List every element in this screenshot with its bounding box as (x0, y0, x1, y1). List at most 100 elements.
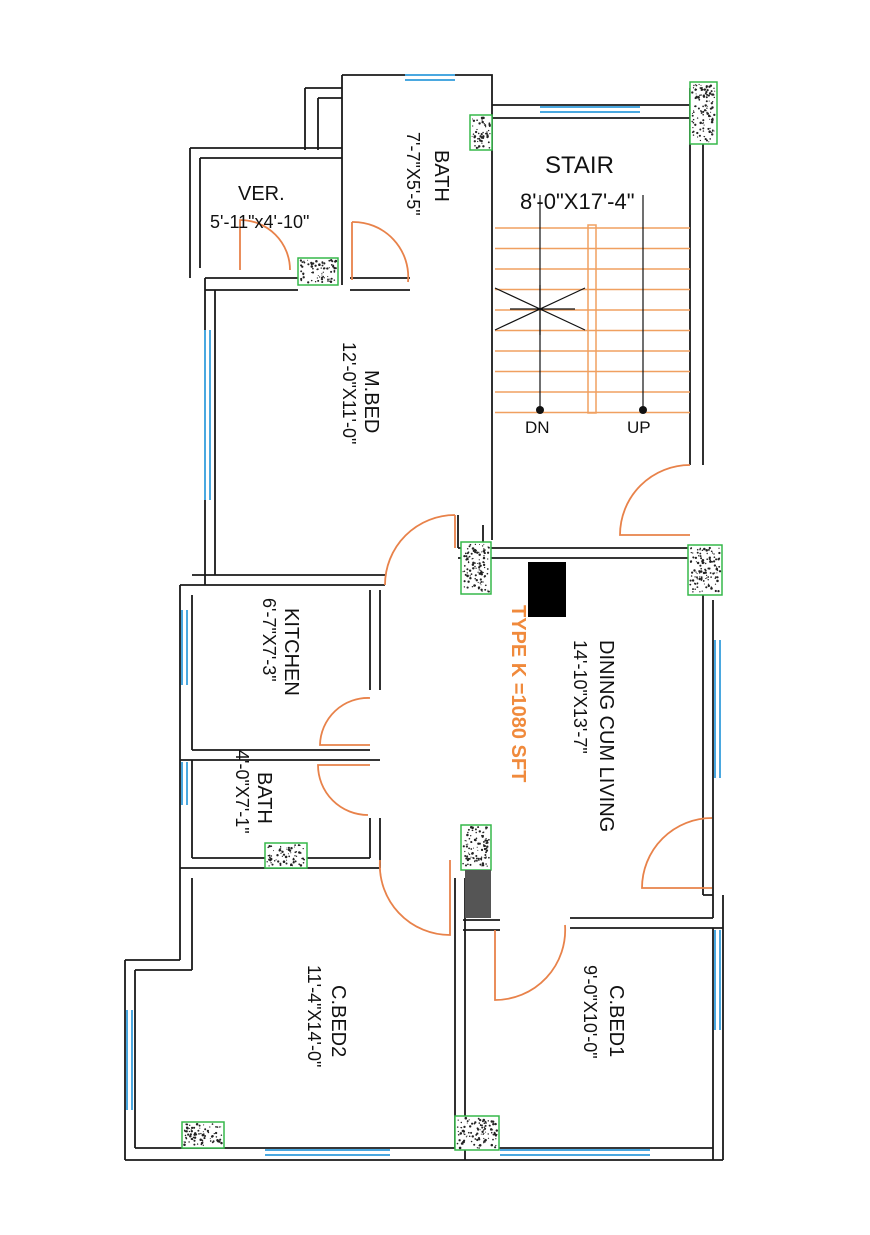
column-speckle (476, 1127, 479, 1130)
column-speckle (697, 107, 700, 110)
column-speckle (211, 1134, 214, 1138)
column-speckle (320, 276, 324, 279)
column-speckle (476, 846, 478, 848)
column-speckle (708, 141, 710, 143)
column-speckle (492, 1138, 494, 1141)
column-speckle (714, 576, 717, 578)
column-speckle (320, 267, 322, 269)
column-speckle (485, 1131, 487, 1133)
column-speckle (473, 838, 477, 842)
column-speckle (486, 865, 488, 867)
column-speckle (483, 566, 486, 569)
column-speckle (702, 122, 705, 124)
column-speckle (701, 549, 704, 552)
column-speckle (487, 1120, 490, 1122)
column-speckle (300, 277, 303, 281)
column-speckle (699, 139, 702, 142)
column-speckle (474, 828, 477, 831)
column-speckle (188, 1127, 190, 1129)
columns (181, 81, 723, 1151)
wall-bath-notch (304, 87, 342, 150)
column-speckle (699, 547, 702, 550)
column-speckle (699, 570, 703, 573)
column-speckle (456, 1126, 459, 1128)
column-speckle (322, 271, 324, 273)
column-speckle (704, 571, 707, 574)
column-speckle (468, 545, 471, 548)
column-speckle (294, 844, 296, 846)
column-speckle (710, 102, 713, 105)
column-speckle (689, 560, 692, 563)
column-speckle (284, 855, 288, 859)
column-speckle (465, 840, 467, 842)
column-speckle (484, 584, 487, 587)
column-speckle (487, 546, 489, 548)
column-speckle (717, 558, 720, 561)
column-speckle (708, 92, 712, 95)
column-speckle (275, 859, 277, 861)
column-speckle (312, 262, 315, 265)
column-speckle (479, 582, 481, 584)
column-speckle (473, 136, 476, 139)
column-speckle (480, 856, 483, 858)
column-speckle (705, 577, 707, 580)
column-speckle (710, 120, 714, 124)
column-speckle (472, 133, 475, 135)
column-speckle (463, 580, 466, 583)
column-speckle (692, 87, 695, 89)
column-speckle (711, 106, 714, 109)
bath-mid-dim: 4'-0"X7'-1" (232, 750, 252, 834)
column-speckle (327, 276, 329, 278)
column-speckle (694, 105, 696, 108)
column-speckle (185, 1137, 188, 1140)
column-speckle (200, 1132, 202, 1135)
column-speckle (268, 858, 271, 861)
column-speckle (485, 863, 487, 865)
column-speckle (710, 550, 713, 553)
column-speckle (281, 855, 284, 857)
column-speckle (184, 1141, 186, 1144)
dining-dim: 14'-10"X13'-7" (570, 640, 590, 754)
column-speckle (476, 119, 478, 122)
column-speckle (490, 1120, 493, 1123)
column-speckle (718, 547, 720, 549)
column-speckle (466, 572, 469, 574)
column-speckle (712, 560, 716, 563)
column-speckle (690, 551, 692, 554)
column-speckle (199, 1127, 201, 1129)
column-speckle (474, 859, 476, 862)
column-speckle (183, 1129, 186, 1132)
column-speckle (471, 547, 475, 550)
column-speckle (692, 134, 695, 136)
column-speckle (474, 145, 476, 147)
column-speckle (467, 843, 469, 845)
door-bath-mid (317, 764, 370, 816)
column-speckle (184, 1134, 187, 1137)
column-speckle (185, 1130, 188, 1133)
column-speckle (464, 1116, 468, 1120)
column-speckle (716, 566, 718, 568)
column-speckle (467, 863, 469, 866)
column-speckle (695, 88, 698, 91)
column-speckle (459, 1132, 462, 1135)
column-speckle (469, 576, 472, 580)
column-speckle (713, 96, 715, 99)
column-speckle (460, 1121, 463, 1124)
column-speckle (216, 1126, 219, 1128)
column-speckle (287, 846, 290, 849)
column-speckle (487, 590, 489, 593)
column-speckle (702, 105, 704, 108)
column-speckle (479, 1118, 482, 1122)
column-speckle (697, 136, 699, 138)
column-speckle (329, 278, 331, 280)
column-speckle (282, 860, 286, 863)
column-speckle (466, 586, 469, 589)
verandah-dim: 5'-11"x4'-10" (210, 212, 309, 232)
column-speckle (484, 549, 486, 551)
column-speckle (477, 138, 479, 140)
mbed-name: M.BED (360, 370, 382, 433)
column-speckle (202, 1144, 204, 1146)
column-speckle (482, 834, 484, 837)
column-speckle (279, 864, 282, 866)
column-speckle (271, 863, 274, 866)
